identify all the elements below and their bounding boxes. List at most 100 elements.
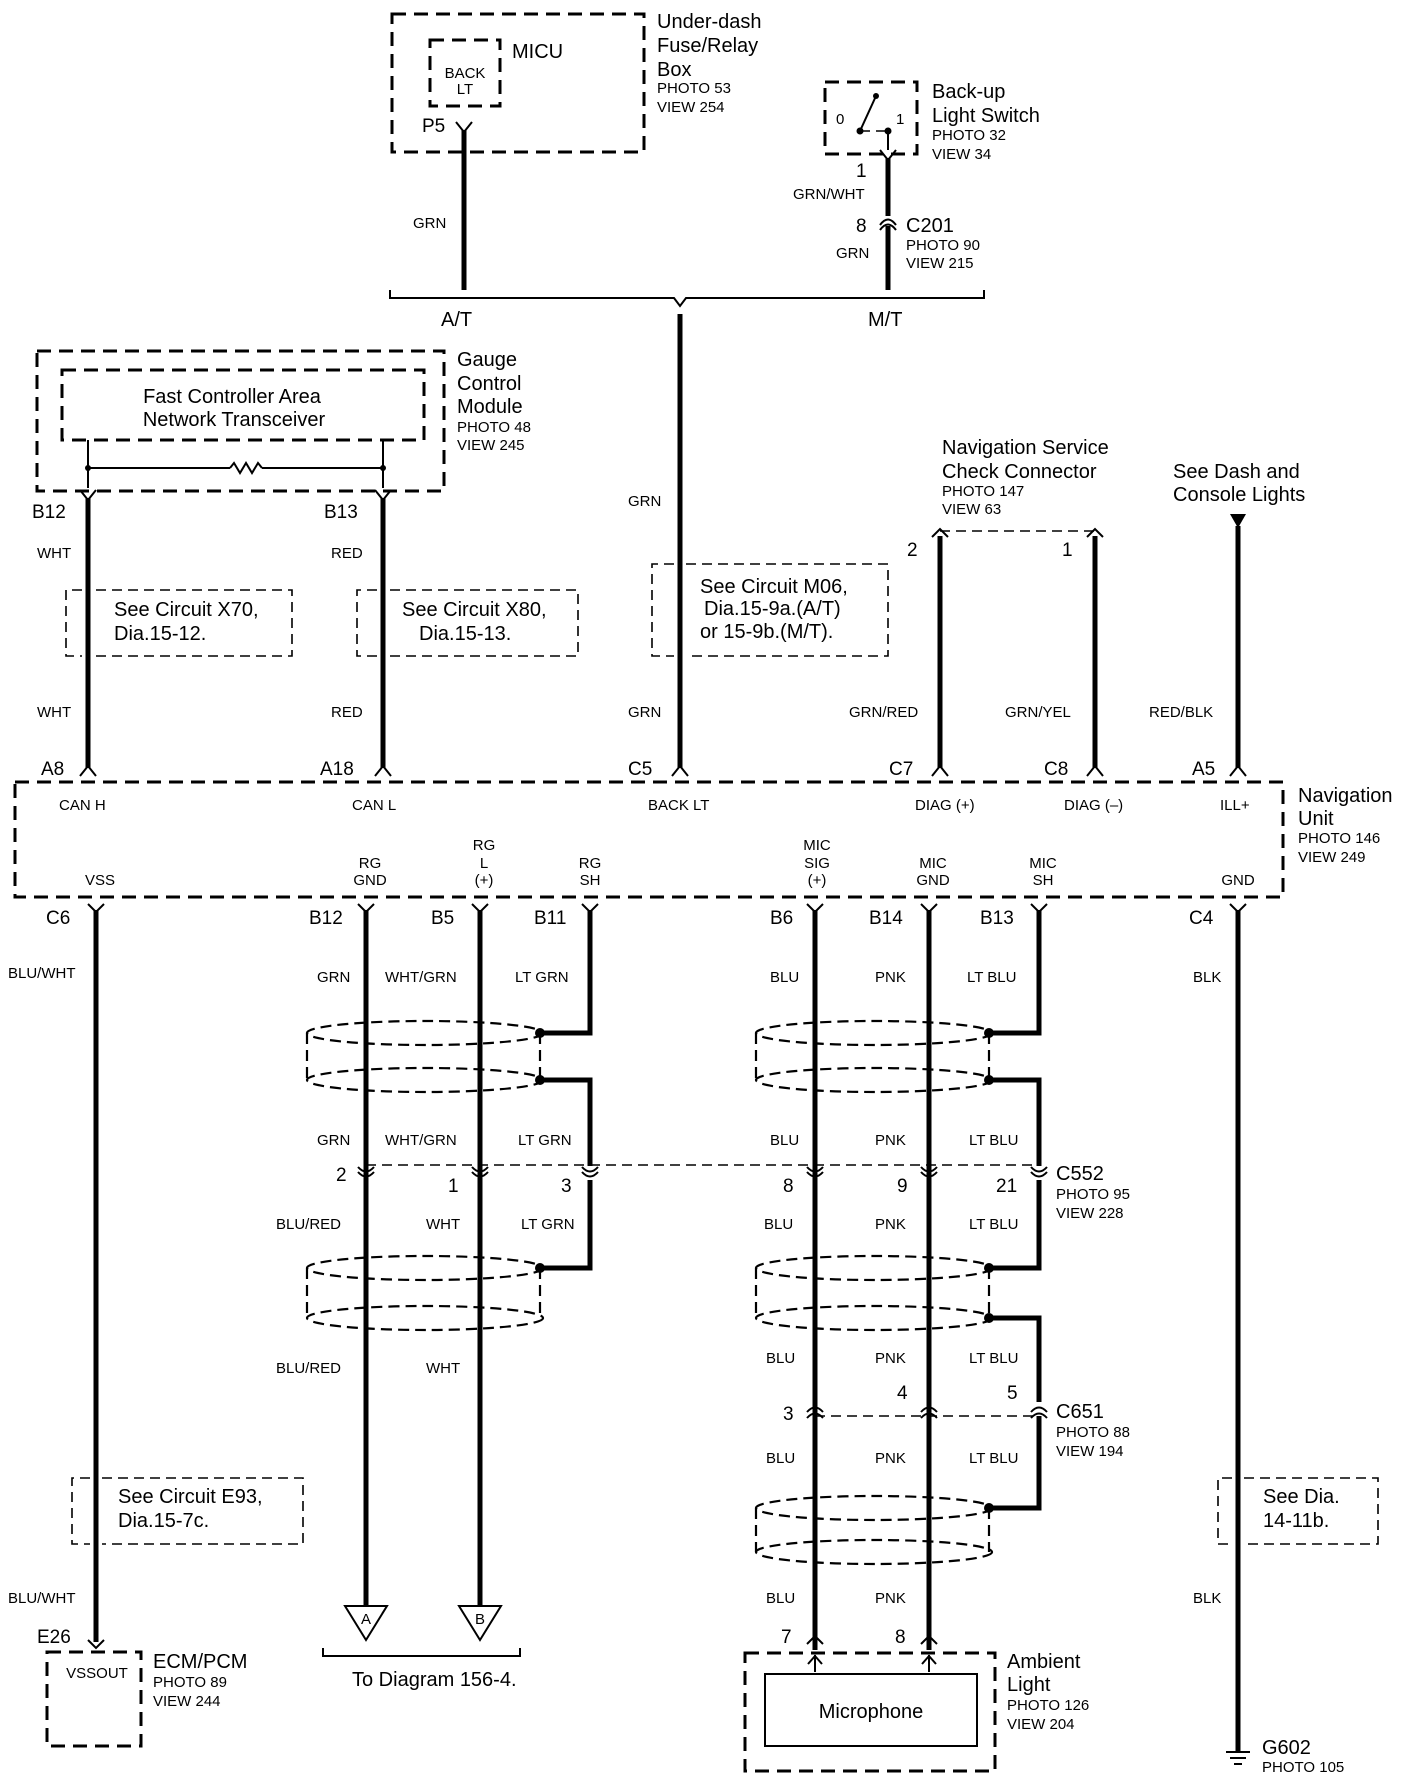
nav-sig-rgl-3: (+) — [475, 872, 494, 889]
mic-gnd-wire-5: PNK — [875, 1450, 906, 1467]
nav-sig-ill: ILL+ — [1220, 797, 1250, 814]
c552-pin-1: 1 — [448, 1176, 459, 1197]
nav-unit-photo: PHOTO 146 — [1298, 830, 1380, 847]
rg-gnd-wire-2: GRN — [317, 1132, 350, 1149]
switch-view: VIEW 34 — [932, 146, 991, 163]
rg-gnd-wire-3: BLU/RED — [276, 1216, 341, 1233]
mic-sig-wire-3: BLU — [764, 1216, 793, 1233]
ambient-pin-8: 8 — [895, 1627, 906, 1648]
rg-gnd-wire-1: GRN — [317, 969, 350, 986]
dash-lights-arrow-icon — [1230, 514, 1246, 528]
ref-circuit-e93: See Circuit E93, Dia.15-7c. — [71, 1477, 304, 1545]
nav-sig-can-h: CAN H — [59, 797, 106, 814]
diag-minus-wire: GRN/YEL — [1005, 704, 1071, 721]
c651-photo: PHOTO 88 — [1056, 1424, 1130, 1441]
m06-line2: Dia.15-9a.(A/T) — [704, 598, 841, 620]
ref-circuit-x70: See Circuit X70, Dia.15-12. — [65, 589, 293, 657]
gauge-photo: PHOTO 48 — [457, 419, 531, 436]
switch-pos-1: 1 — [896, 111, 904, 128]
rg-sh-wire-2: LT GRN — [518, 1132, 572, 1149]
rg-l-wire-3: WHT — [426, 1216, 460, 1233]
can-h-wire-lower: WHT — [37, 704, 71, 721]
nav-check-pin-2: 2 — [907, 540, 918, 561]
transceiver-line2: Network Transceiver — [143, 409, 326, 431]
mic-sig-wire-6: BLU — [766, 1590, 795, 1607]
nav-sig-mic-gnd-1: MIC — [919, 855, 947, 872]
connector-c552: 2 1 3 8 9 21 C552 PHOTO 95 VIEW 228 — [336, 1163, 1130, 1222]
ambient-view: VIEW 204 — [1007, 1716, 1075, 1733]
nav-unit-title-line2: Unit — [1298, 808, 1334, 830]
nav-pin-c6: C6 — [46, 908, 70, 929]
micu-pin-p5: P5 — [422, 116, 445, 137]
nav-sig-diag-minus: DIAG (–) — [1064, 797, 1123, 814]
nav-sig-diag-plus: DIAG (+) — [915, 797, 975, 814]
ref-circuit-m06: See Circuit M06, Dia.15-9a.(A/T) or 15-9… — [651, 563, 889, 657]
rg-sh-wire-3: LT GRN — [521, 1216, 575, 1233]
mic-sig-wire-4: BLU — [766, 1350, 795, 1367]
e93-line2: Dia.15-7c. — [118, 1510, 209, 1532]
shield-rg-1 — [305, 1019, 545, 1094]
nav-pin-b14: B14 — [869, 908, 903, 929]
ill-wire: RED/BLK — [1149, 704, 1213, 721]
microphone-label: Microphone — [819, 1701, 924, 1723]
mic-sh-wire-5: LT BLU — [969, 1450, 1018, 1467]
gnd-wire-1: BLK — [1193, 969, 1221, 986]
mic-sh-wire-1: LT BLU — [967, 969, 1016, 986]
nav-sig-rgl-2: L — [480, 855, 488, 872]
nav-sig-mic-sig-2: SIG — [804, 855, 830, 872]
mic-sig-wire-5: BLU — [766, 1450, 795, 1467]
nav-pin-b5: B5 — [431, 908, 454, 929]
ecm-pin-e26: E26 — [37, 1627, 71, 1648]
nav-pin-c4: C4 — [1189, 908, 1214, 929]
m06-line3: or 15-9b.(M/T). — [700, 621, 833, 643]
mic-sh-wire-3: LT BLU — [969, 1216, 1018, 1233]
rg-l-wire-1: WHT/GRN — [385, 969, 457, 986]
mic-sig-wire-1: BLU — [770, 969, 799, 986]
nav-pin-b6: B6 — [770, 908, 793, 929]
shield-mic-1 — [754, 1019, 994, 1094]
shield-mic-2 — [754, 1254, 994, 1332]
ambient-photo: PHOTO 126 — [1007, 1697, 1089, 1714]
ecm-pcm: E26 VSSOUT ECM/PCM PHOTO 89 VIEW 244 — [37, 1627, 247, 1748]
switch-pin-1: 1 — [856, 161, 867, 182]
connector-c651: 3 4 5 C651 PHOTO 88 VIEW 194 — [783, 1383, 1130, 1460]
vss-wire-lower: BLU/WHT — [8, 1590, 76, 1607]
dash-lights-line2: Console Lights — [1173, 484, 1305, 506]
ecm-view: VIEW 244 — [153, 1693, 221, 1710]
rg-l-wire-4: WHT — [426, 1360, 460, 1377]
nav-sig-mic-sh-2: SH — [1033, 872, 1054, 889]
gauge-title-line2: Control — [457, 373, 521, 395]
c201-label: C201 — [906, 215, 954, 237]
navigation-unit: A8 A18 C5 C7 C8 A5 CAN H CAN L BACK LT D… — [13, 759, 1393, 899]
transceiver-line1: Fast Controller Area — [143, 386, 322, 408]
can-l-wire-upper: RED — [331, 545, 363, 562]
micu-title-line2: Fuse/Relay — [657, 35, 758, 57]
micu-photo: PHOTO 53 — [657, 80, 731, 97]
rg-l-wire-2: WHT/GRN — [385, 1132, 457, 1149]
ambient-title-line1: Ambient — [1007, 1651, 1081, 1673]
vss-wire-upper: BLU/WHT — [8, 965, 76, 982]
mic-gnd-wire-4: PNK — [875, 1350, 906, 1367]
nav-check-photo: PHOTO 147 — [942, 483, 1024, 500]
x70-line2: Dia.15-12. — [114, 623, 206, 645]
switch-pos-0: 0 — [836, 111, 844, 128]
mic-gnd-wire-6: PNK — [875, 1590, 906, 1607]
nav-check-view: VIEW 63 — [942, 501, 1001, 518]
micu-label: MICU — [512, 41, 563, 63]
nav-sig-rg-sh-1: RG — [579, 855, 602, 872]
nav-pin-b11: B11 — [534, 908, 566, 929]
gauge-title-line3: Module — [457, 396, 523, 418]
nav-sig-mic-gnd-2: GND — [916, 872, 950, 889]
mic-gnd-wire-3: PNK — [875, 1216, 906, 1233]
nav-pin-c8: C8 — [1044, 759, 1068, 780]
c201-wire-bottom: GRN — [836, 245, 869, 262]
diagram-ref-a: A — [361, 1611, 371, 1628]
gnd-wire-2: BLK — [1193, 1590, 1221, 1607]
can-h-wire-upper: WHT — [37, 545, 71, 562]
nav-pin-a8: A8 — [41, 759, 64, 780]
nav-sig-gnd: GND — [1221, 872, 1255, 889]
g602-label: G602 — [1262, 1737, 1311, 1759]
c651-pin-4: 4 — [897, 1383, 908, 1404]
back-lt-wire-lower: GRN — [628, 704, 661, 721]
c201-photo: PHOTO 90 — [906, 237, 980, 254]
